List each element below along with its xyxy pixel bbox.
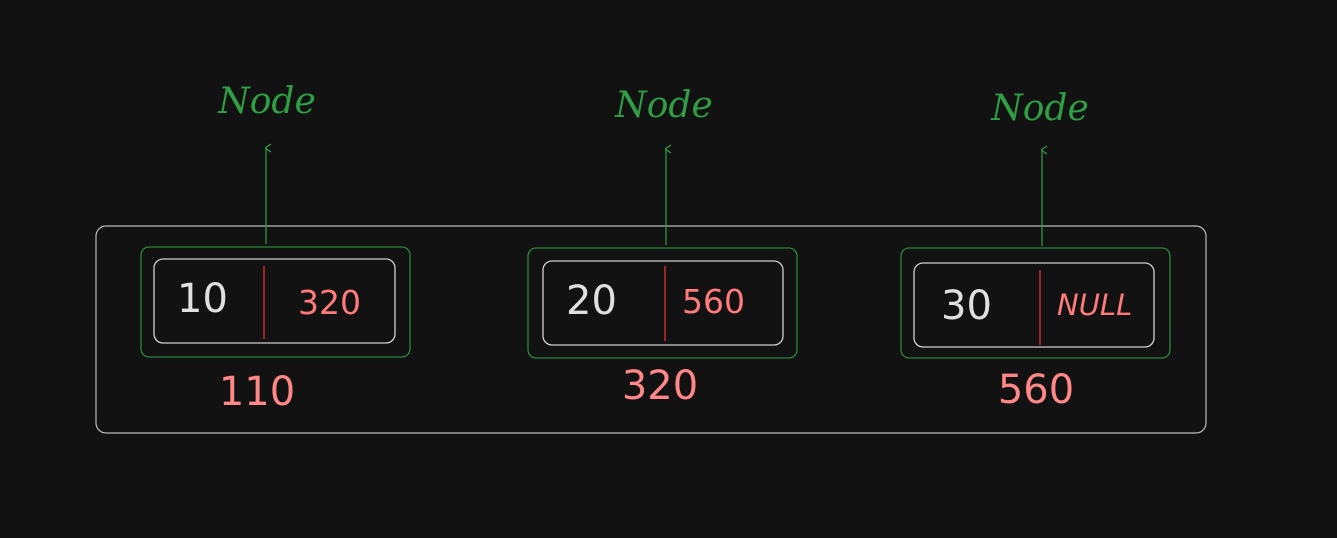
node-group-3 (900, 150, 1171, 359)
node-group-2 (527, 149, 798, 359)
node-label: Node (991, 88, 1089, 129)
node-data-value: 10 (177, 276, 228, 322)
node-next-pointer: 560 (682, 282, 745, 321)
node-box (153, 258, 396, 344)
node-box (542, 260, 784, 346)
node-address: 110 (218, 369, 296, 415)
node-frame (527, 247, 798, 359)
node-frame (140, 246, 411, 358)
node-label: Node (218, 81, 316, 122)
node-next-pointer: NULL (1057, 288, 1133, 322)
node-data-value: 20 (566, 278, 617, 324)
memory-container (95, 225, 1207, 434)
node-box (913, 262, 1155, 348)
node-address: 560 (997, 367, 1075, 413)
node-group-1 (140, 148, 411, 358)
node-address: 320 (621, 363, 699, 409)
node-next-pointer: 320 (298, 283, 361, 322)
node-label: Node (615, 85, 713, 126)
node-frame (900, 247, 1171, 359)
node-data-value: 30 (941, 283, 992, 329)
